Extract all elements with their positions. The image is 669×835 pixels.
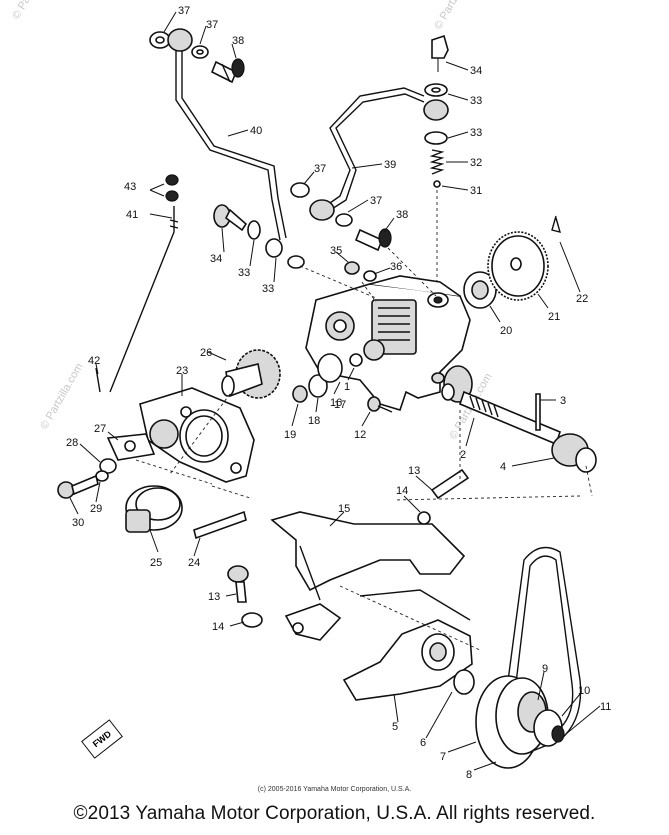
- callout-25: 25: [150, 557, 162, 569]
- belt-assembly: [453, 546, 582, 769]
- callout-22: 22: [576, 293, 588, 305]
- callout-35: 35: [330, 245, 342, 257]
- bolt-24: [193, 510, 247, 540]
- callout-33c: 33: [238, 267, 250, 279]
- cover-23: [139, 387, 255, 483]
- callout-16: 16: [330, 397, 342, 409]
- pin-42: [95, 367, 101, 393]
- callout-43: 43: [124, 181, 136, 193]
- callout-38b: 38: [396, 209, 408, 221]
- callout-27: 27: [94, 423, 106, 435]
- callout-33d: 33: [262, 283, 274, 295]
- alignment-lines: [135, 247, 593, 651]
- callout-20: 20: [500, 325, 512, 337]
- collar-4: [551, 433, 597, 473]
- callout-41: 41: [126, 209, 138, 221]
- callout-14b: 14: [212, 621, 224, 633]
- callout-14a: 14: [396, 485, 408, 497]
- callout-3: 3: [560, 395, 566, 407]
- callout-17: 17: [334, 399, 346, 411]
- oil-line-40: [149, 28, 287, 241]
- callout-19: 19: [284, 429, 296, 441]
- bolt-12: [367, 396, 393, 413]
- bracket-15: [270, 511, 466, 641]
- bolt-35-36: [344, 261, 377, 282]
- rod-41: [109, 174, 179, 393]
- callout-26: 26: [200, 347, 212, 359]
- callout-11: 11: [600, 701, 611, 713]
- callout-32: 32: [470, 157, 482, 169]
- callout-33b: 33: [470, 127, 482, 139]
- callout-37d: 37: [370, 195, 382, 207]
- bearing-20: [463, 271, 497, 309]
- pulley-25: [125, 485, 183, 533]
- gasket-27: [106, 433, 156, 461]
- callout-31: 31: [470, 185, 482, 197]
- callout-33a: 33: [470, 95, 482, 107]
- callout-40: 40: [250, 125, 262, 137]
- callout-9: 9: [542, 663, 548, 675]
- callout-38a: 38: [232, 35, 244, 47]
- diagram-copyright: (c) 2005-2016 Yamaha Motor Corporation, …: [257, 786, 412, 793]
- callout-8: 8: [466, 769, 472, 781]
- washer-28-29: [95, 458, 117, 482]
- callout-30: 30: [72, 517, 84, 529]
- callout-24: 24: [188, 557, 200, 569]
- callouts: 37 37 38 40 39 34 33 33 32 31 37 37 38 4…: [66, 5, 611, 781]
- callout-37c: 37: [314, 163, 326, 175]
- callout-39: 39: [384, 159, 396, 171]
- callout-4: 4: [500, 461, 506, 473]
- callout-18: 18: [308, 415, 320, 427]
- callout-12: 12: [354, 429, 366, 441]
- pin-3: [535, 393, 541, 431]
- callout-29: 29: [90, 503, 102, 515]
- banjo-stack-31-34: [423, 34, 449, 292]
- bolt-34-left: [213, 204, 305, 269]
- callout-21: 21: [548, 311, 560, 323]
- clip-22: [551, 215, 562, 233]
- callout-13a: 13: [408, 465, 420, 477]
- watermark-left: © Partzilla.com: [38, 361, 85, 431]
- watermark-top-left: © Partzilla.com: [10, 0, 57, 22]
- bolt-30: [57, 474, 99, 499]
- arm-5: [342, 589, 473, 701]
- callout-10: 10: [578, 685, 590, 697]
- oil-line-39: [290, 87, 425, 252]
- callout-5: 5: [392, 721, 398, 733]
- callout-34a: 34: [470, 65, 482, 77]
- copyright-notice: ©2013 Yamaha Motor Corporation, U.S.A. A…: [73, 803, 596, 824]
- callout-1: 1: [344, 381, 350, 393]
- callout-37a: 37: [178, 5, 190, 17]
- bolt-13-lower: [227, 565, 263, 628]
- callout-23: 23: [176, 365, 188, 377]
- callout-13b: 13: [208, 591, 220, 603]
- callout-34b: 34: [210, 253, 222, 265]
- callout-15: 15: [338, 503, 350, 515]
- callout-42: 42: [88, 355, 100, 367]
- callout-36: 36: [390, 261, 402, 273]
- callout-28: 28: [66, 437, 78, 449]
- leader-lines: [69, 11, 601, 771]
- drive-gear-26: [221, 349, 363, 403]
- gear-21: [487, 231, 549, 301]
- callout-7: 7: [440, 751, 446, 763]
- callout-6: 6: [420, 737, 426, 749]
- callout-2: 2: [460, 449, 466, 461]
- callout-37b: 37: [206, 19, 218, 31]
- watermark-top-right: © Partzilla.com: [432, 0, 479, 32]
- bolt-13-upper: [417, 468, 470, 525]
